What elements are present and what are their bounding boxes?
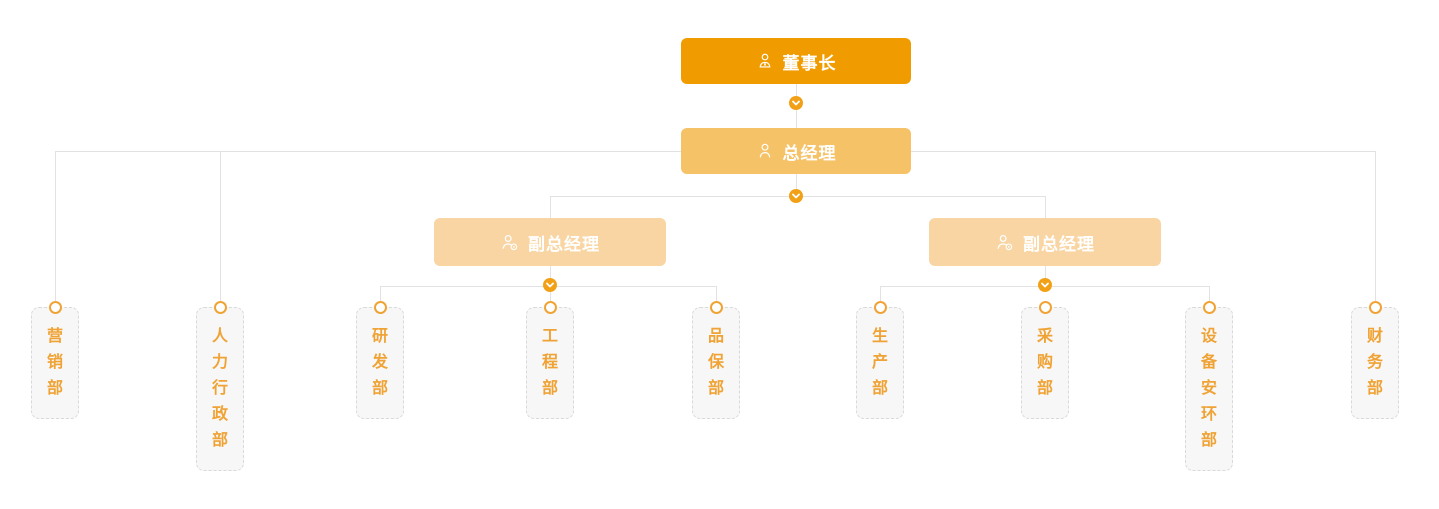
connector-deputy-right-out xyxy=(1045,266,1046,286)
node-dept-equipment-safety[interactable]: 设备安环部 xyxy=(1185,307,1233,471)
connector-drop-production xyxy=(880,286,881,301)
node-chairman-label: 董事长 xyxy=(782,53,837,73)
node-deputy-right[interactable]: 副总经理 xyxy=(929,218,1161,266)
dept-label: 生产部 xyxy=(871,328,888,397)
node-dept-procurement[interactable]: 采购部 xyxy=(1021,307,1069,419)
node-dept-marketing[interactable]: 营销部 xyxy=(31,307,79,419)
collapse-toggle-gm[interactable] xyxy=(789,189,803,203)
user-icon xyxy=(759,143,770,158)
user-badge-icon xyxy=(997,234,1013,250)
node-dept-engineering[interactable]: 工程部 xyxy=(526,307,574,419)
connector-drop-engineering xyxy=(550,286,551,301)
connector-into-deputy-right xyxy=(1045,196,1046,218)
node-dept-qa[interactable]: 品保部 xyxy=(692,307,740,419)
dept-label: 设备安环部 xyxy=(1200,328,1217,449)
chevron-down-icon xyxy=(792,100,800,106)
node-deputy-right-label: 副总经理 xyxy=(1023,234,1095,254)
connector-into-deputy-left xyxy=(550,196,551,218)
dept-anchor-ring xyxy=(49,301,62,314)
dept-anchor-ring xyxy=(1369,301,1382,314)
node-general-manager[interactable]: 总经理 xyxy=(681,128,911,174)
user-badge-icon xyxy=(502,234,518,250)
node-dept-rd[interactable]: 研发部 xyxy=(356,307,404,419)
connector-drop-finance xyxy=(1375,151,1376,301)
node-dept-finance[interactable]: 财务部 xyxy=(1351,307,1399,419)
connector-drop-rd xyxy=(380,286,381,301)
node-dept-hr-admin[interactable]: 人力行政部 xyxy=(196,307,244,471)
node-deputy-left-label: 副总经理 xyxy=(528,234,600,254)
dept-label: 研发部 xyxy=(371,328,388,397)
collapse-toggle-deputy-right[interactable] xyxy=(1038,278,1052,292)
chevron-down-icon xyxy=(546,282,554,288)
dept-anchor-ring xyxy=(1039,301,1052,314)
connector-drop-hr xyxy=(220,151,221,301)
dept-anchor-ring xyxy=(874,301,887,314)
dept-anchor-ring xyxy=(710,301,723,314)
dept-label: 财务部 xyxy=(1366,328,1383,397)
node-general-manager-label: 总经理 xyxy=(782,143,837,163)
node-deputy-left[interactable]: 副总经理 xyxy=(434,218,666,266)
dept-anchor-ring xyxy=(544,301,557,314)
dept-label: 品保部 xyxy=(707,328,724,397)
dept-anchor-ring xyxy=(1203,301,1216,314)
dept-label: 营销部 xyxy=(46,328,63,397)
connector-drop-marketing xyxy=(55,151,56,301)
chevron-down-icon xyxy=(1041,282,1049,288)
user-tie-icon xyxy=(759,53,770,68)
connector-drop-qa xyxy=(716,286,717,301)
dept-anchor-ring xyxy=(214,301,227,314)
node-dept-production[interactable]: 生产部 xyxy=(856,307,904,419)
node-chairman[interactable]: 董事长 xyxy=(681,38,911,84)
dept-label: 工程部 xyxy=(541,328,558,397)
connector-deputy-left-out xyxy=(550,266,551,286)
collapse-toggle-deputy-left[interactable] xyxy=(543,278,557,292)
dept-label: 采购部 xyxy=(1036,328,1053,397)
chevron-down-icon xyxy=(792,193,800,199)
connector-drop-equipment xyxy=(1209,286,1210,301)
connector-gm-deputies xyxy=(796,174,797,196)
dept-label: 人力行政部 xyxy=(211,328,228,449)
dept-anchor-ring xyxy=(374,301,387,314)
collapse-toggle-chairman[interactable] xyxy=(789,96,803,110)
